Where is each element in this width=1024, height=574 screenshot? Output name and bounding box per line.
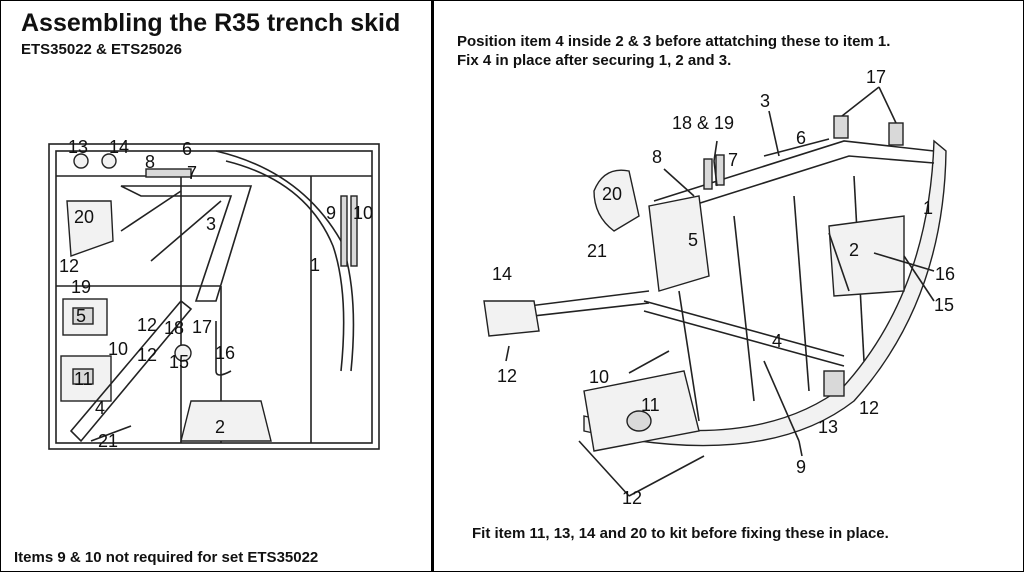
part-label: 21 <box>587 241 608 261</box>
part-label: 18 <box>164 318 185 338</box>
page-title: Assembling the R35 trench skid <box>21 9 401 37</box>
part-label: 12 <box>59 256 80 276</box>
part-label: 15 <box>169 352 190 372</box>
part-label: 12 <box>859 398 880 418</box>
part-label: 15 <box>934 295 955 315</box>
fitting-note: Fit item 11, 13, 14 and 20 to kit before… <box>472 525 889 542</box>
assembly-panel: Position item 4 inside 2 & 3 before atta… <box>432 0 1024 572</box>
part-label: 8 <box>145 152 156 172</box>
part-label: 2 <box>215 417 226 437</box>
part-label: 7 <box>728 150 739 170</box>
part-label: 11 <box>74 369 93 389</box>
part-label: 20 <box>602 184 623 204</box>
assembly-instruction-1: Position item 4 inside 2 & 3 before atta… <box>457 33 891 50</box>
part-label: 14 <box>109 137 130 157</box>
part-label: 12 <box>137 345 158 365</box>
assembly-instruction-2: Fix 4 in place after securing 1, 2 and 3… <box>457 52 732 69</box>
part-label: 3 <box>206 214 217 234</box>
part-label: 5 <box>688 230 699 250</box>
part-label: 18 & 19 <box>672 113 735 133</box>
part-label: 16 <box>215 343 236 363</box>
part-label: 9 <box>326 203 337 223</box>
part-label: 21 <box>98 431 119 451</box>
part-label: 10 <box>108 339 129 359</box>
part-label: 8 <box>652 147 663 167</box>
part-label: 12 <box>137 315 158 335</box>
part-label: 17 <box>192 317 213 337</box>
part-label: 16 <box>935 264 956 284</box>
part-label: 3 <box>760 91 771 111</box>
part-label: 6 <box>796 128 807 148</box>
part-label: 9 <box>796 457 807 477</box>
part-label: 1 <box>923 198 934 218</box>
set-note: Items 9 & 10 not required for set ETS350… <box>14 549 319 566</box>
part-label: 6 <box>182 139 193 159</box>
part-label: 4 <box>95 398 106 418</box>
part-label: 11 <box>641 395 660 415</box>
part-label: 14 <box>492 264 513 284</box>
part-label: 13 <box>68 137 89 157</box>
assembly-drawing <box>483 86 947 497</box>
parts-sprue-drawing <box>48 143 380 450</box>
part-label: 2 <box>849 240 860 260</box>
part-label: 12 <box>497 366 518 386</box>
part-label: 5 <box>76 306 87 326</box>
part-label: 17 <box>866 67 887 87</box>
part-label: 12 <box>622 488 643 508</box>
set-codes: ETS35022 & ETS25026 <box>21 41 182 58</box>
part-label: 4 <box>772 331 783 351</box>
part-label: 13 <box>818 417 839 437</box>
part-label: 10 <box>353 203 374 223</box>
part-label: 20 <box>74 207 95 227</box>
part-label: 10 <box>589 367 610 387</box>
part-label: 19 <box>71 277 92 297</box>
parts-sprue-panel: Assembling the R35 trench skid ETS35022 … <box>0 0 432 572</box>
part-label: 7 <box>187 163 198 183</box>
part-label: 1 <box>310 255 321 275</box>
